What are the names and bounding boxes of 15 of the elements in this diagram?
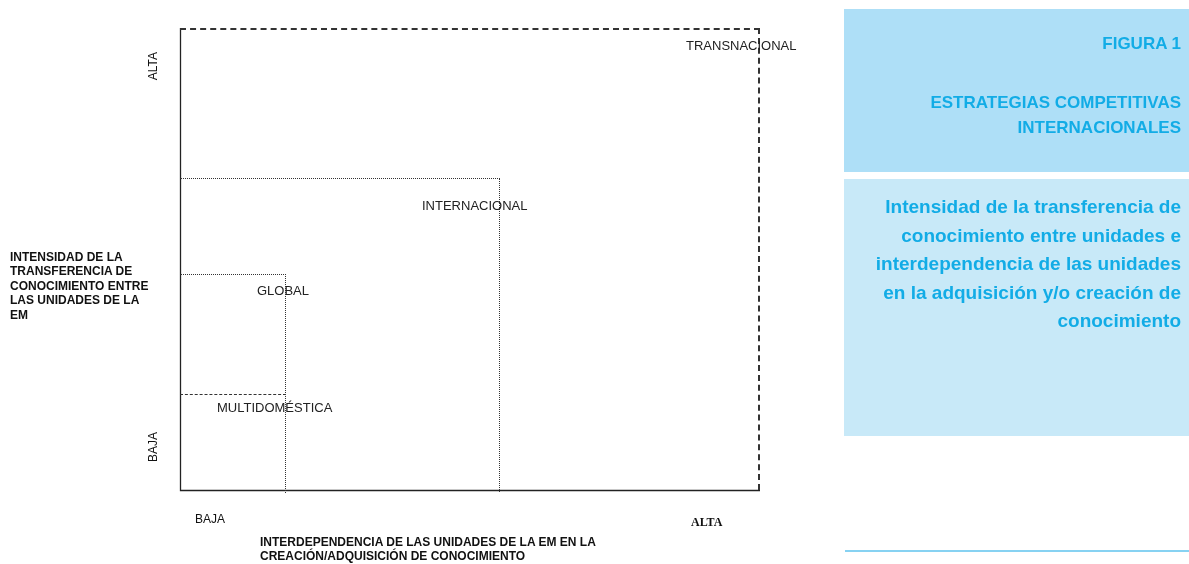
axis-tick-label: ALTA — [691, 515, 723, 530]
description-text: Intensidad de la transferencia de conocimiento entre unidades e interdependencia de las unidades en la adquisición y/o creación de conocimiento — [874, 195, 1181, 333]
axis-tick-label: BAJA — [146, 432, 161, 462]
figure-title: ESTRATEGIAS COMPETITIVAS INTERNACIONALES — [929, 92, 1181, 139]
description-panel — [844, 179, 1189, 436]
region-label: INTERNACIONAL — [422, 198, 528, 213]
axis-title: INTENSIDAD DE LA TRANSFERENCIA DE CONOCIMIENTO ENTRE LAS UNIDADES DE LA EM — [10, 250, 150, 322]
axis-tick-label: ALTA — [146, 52, 161, 81]
region-label: MULTIDOMÉSTICA — [217, 400, 333, 415]
region-label: GLOBAL — [257, 283, 310, 298]
region-label: TRANSNACIONAL — [686, 38, 797, 53]
title-panel — [844, 9, 1189, 172]
figure-number: FIGURA 1 — [1102, 33, 1181, 55]
axis-title: INTERDEPENDENCIA DE LAS UNIDADES DE LA EM EN LA CREACIÓN/ADQUISICIÓN DE CONOCIMIENTO — [260, 535, 597, 564]
axis-tick-label: BAJA — [195, 512, 225, 527]
